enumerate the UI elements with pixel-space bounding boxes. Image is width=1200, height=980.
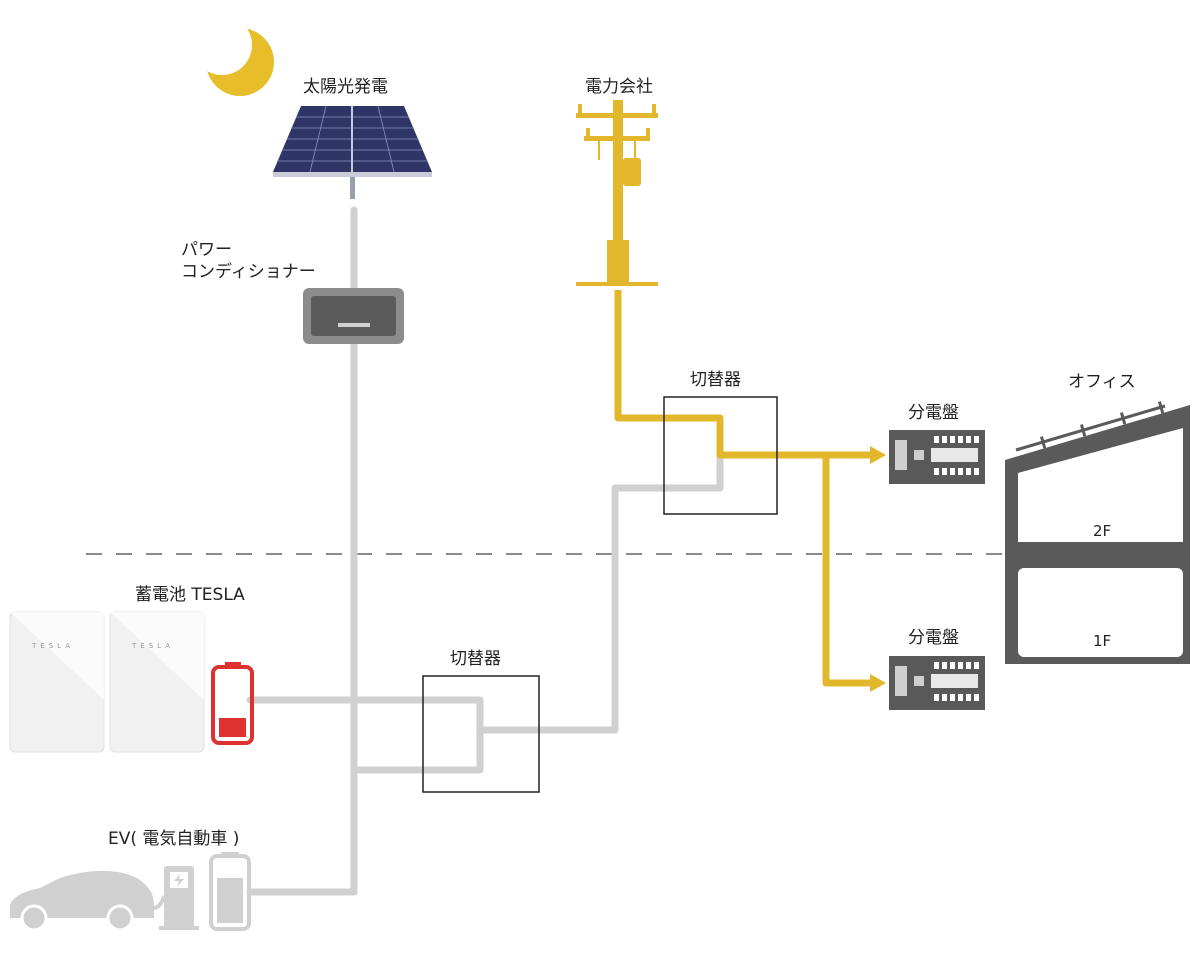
label-switch-lower: 切替器 — [450, 649, 501, 669]
charger-icon — [159, 866, 199, 930]
switch-box-lower — [422, 675, 540, 793]
label-office: オフィス — [1068, 372, 1136, 392]
label-power-conditioner: パワー コンディショナー — [181, 240, 316, 282]
tesla-brand-left: TESLA — [31, 642, 74, 650]
label-panel-lower: 分電盤 — [908, 628, 959, 648]
distribution-panel-icon-upper — [889, 430, 985, 484]
office-building-icon — [1005, 401, 1190, 664]
switch-box-upper — [663, 396, 778, 515]
power-conditioner-icon — [303, 288, 404, 344]
grid-circuit-lines — [614, 290, 872, 687]
tesla-powerwall-icon: TESLA TESLA — [9, 611, 205, 753]
label-panel-upper: 分電盤 — [908, 403, 959, 423]
battery-low-icon — [211, 662, 254, 745]
label-solar: 太陽光発電 — [303, 77, 388, 97]
tesla-brand-right: TESLA — [131, 642, 174, 650]
arrow-to-lower-panel — [870, 674, 886, 692]
label-floor-1: 1F — [1093, 632, 1112, 650]
ev-battery-icon — [209, 852, 251, 931]
label-floor-2: 2F — [1093, 522, 1112, 540]
arrow-to-upper-panel — [870, 446, 886, 464]
label-ev: EV( 電気自動車 ) — [108, 829, 240, 849]
solar-panel-icon — [273, 105, 432, 199]
distribution-panel-icon-lower — [889, 656, 985, 710]
label-switch-upper: 切替器 — [690, 370, 741, 390]
ev-car-icon — [10, 870, 154, 932]
utility-pole-icon — [576, 100, 658, 286]
charging-cable — [149, 895, 166, 911]
solar-circuit-lines — [246, 206, 724, 896]
moon-icon — [192, 15, 274, 96]
label-power-company: 電力会社 — [585, 77, 653, 97]
label-battery: 蓄電池 TESLA — [135, 585, 245, 605]
